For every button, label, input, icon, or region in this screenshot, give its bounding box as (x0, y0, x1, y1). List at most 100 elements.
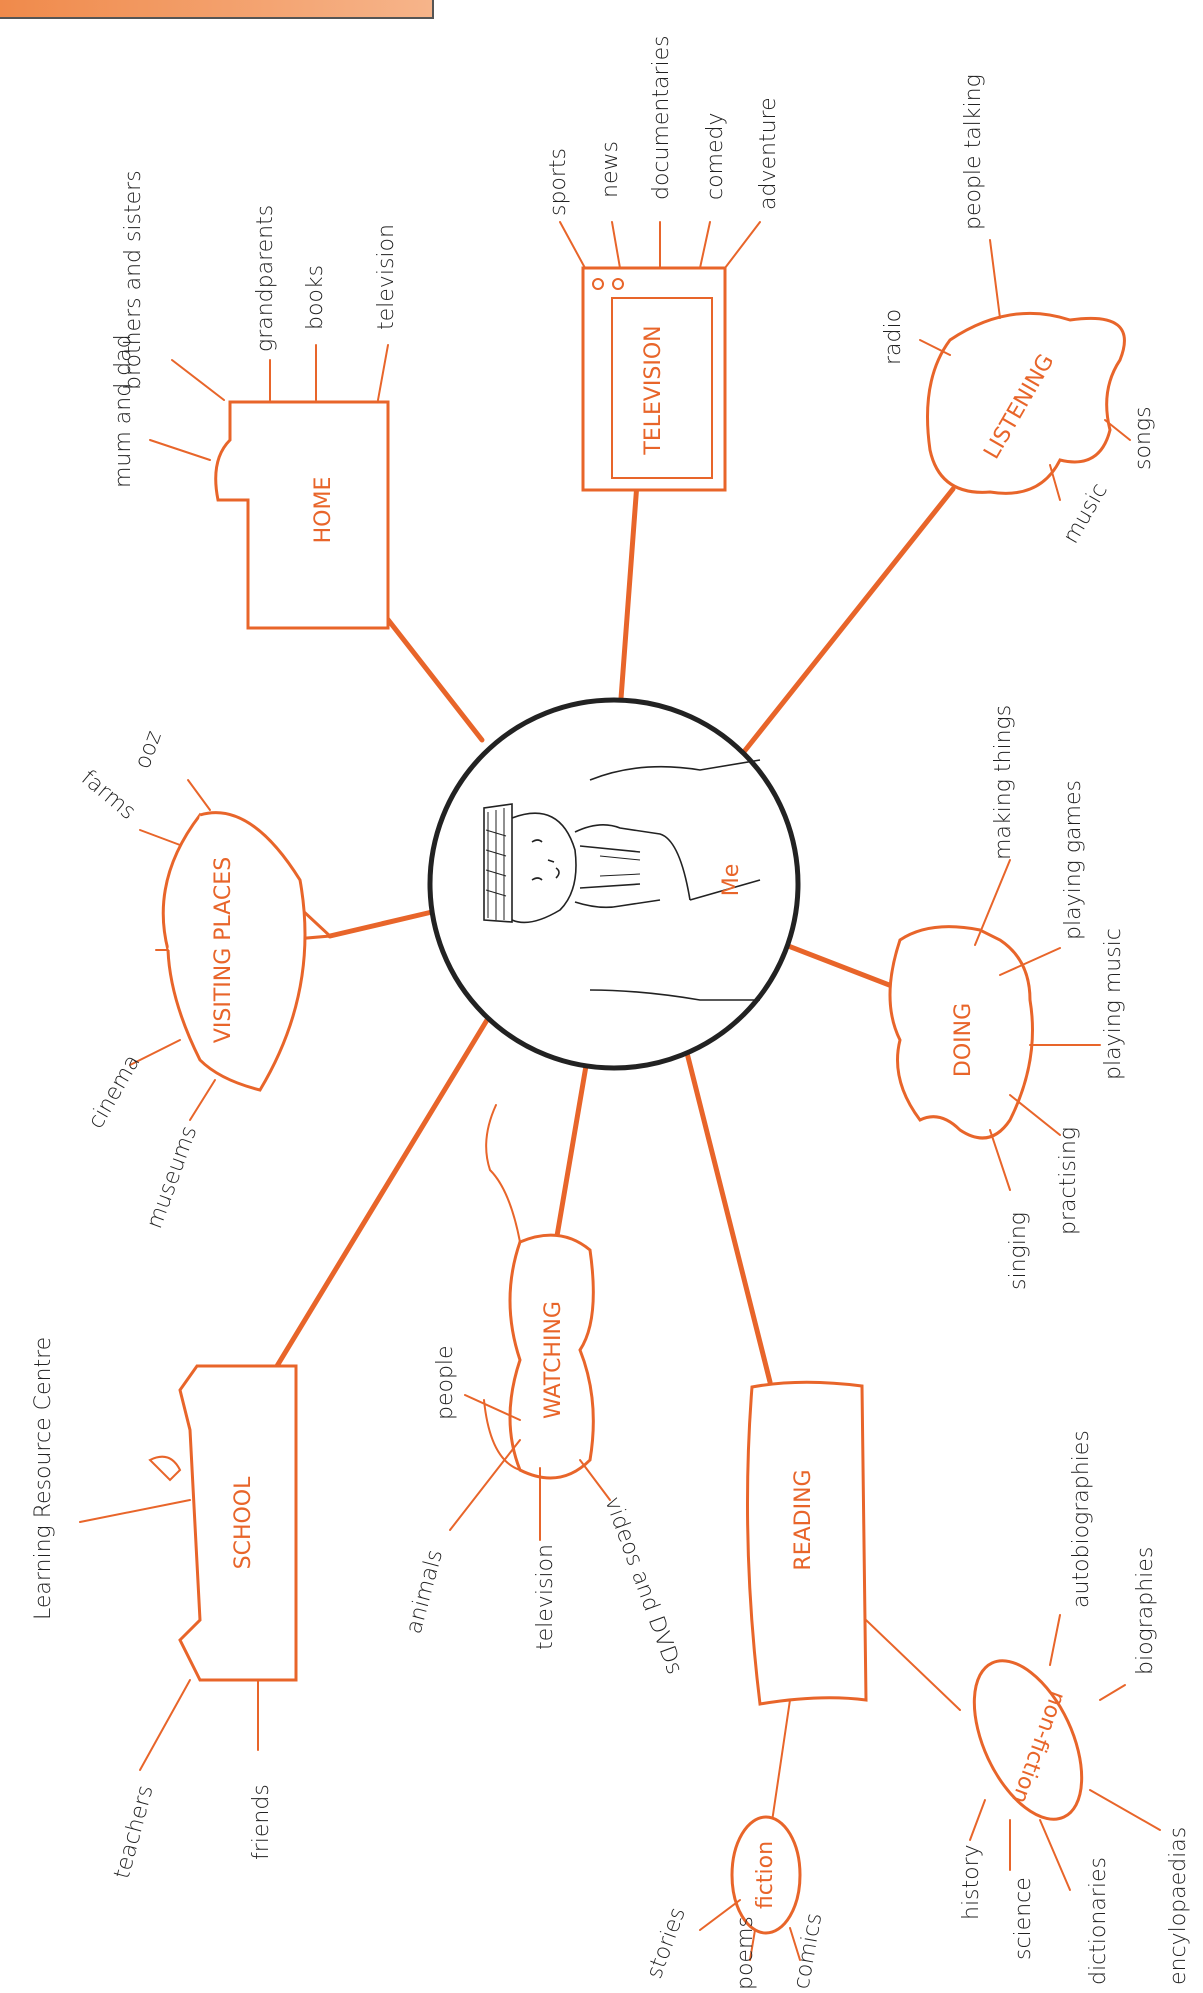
leaf-line (611, 221, 621, 269)
leaf-line (139, 1679, 191, 1771)
tv-item-news: news (598, 141, 623, 198)
leaf-line (1039, 1819, 1071, 1891)
tv-item-comedy: comedy (703, 112, 728, 200)
leaf-line (699, 1899, 741, 1931)
spoke-watching (554, 1057, 590, 1239)
watching-title: WATCHING (541, 1301, 566, 1419)
leaf-line (579, 1459, 611, 1501)
leaf-line (999, 947, 1061, 976)
spoke-reading (682, 1042, 773, 1385)
visiting-item-zoo: zoo (131, 728, 168, 773)
school-item-teachers: teachers (110, 1783, 159, 1882)
leaf-line (187, 779, 211, 811)
spoke-television (617, 480, 640, 715)
listening-item-songs: songs (1131, 406, 1156, 470)
branch-doing: DOING making things playing games playin… (888, 705, 1126, 1290)
leaf-line (974, 859, 1011, 946)
spoke-school (274, 1017, 490, 1369)
tv-item-sports: sports (546, 148, 571, 216)
fiction-item-stories: stories (642, 1904, 691, 1982)
leaf-line (749, 1929, 756, 1961)
leaf-line (149, 439, 211, 461)
tv-item-documentaries: documentaries (649, 35, 674, 200)
home-item-siblings: brothers and sisters (121, 170, 146, 390)
watching-item-people: people (433, 1345, 458, 1420)
leaf-line (919, 339, 951, 356)
tv-item-adventure: adventure (756, 97, 781, 210)
listening-item-radio: radio (881, 309, 906, 365)
doing-item-playing-music: playing music (1101, 928, 1126, 1080)
home-item-grandparents: grandparents (253, 205, 278, 352)
watching-item-animals: animals (402, 1547, 448, 1637)
nonfiction-item-biographies: biographies (1133, 1547, 1158, 1675)
leaf-line (464, 1394, 521, 1421)
flag-icon (148, 1455, 182, 1482)
fiction-ellipse (730, 1815, 802, 1935)
blob-shape (926, 311, 1126, 495)
leaf-line (724, 221, 761, 269)
visiting-item-cinema: cinema (84, 1051, 146, 1133)
leaf-line (969, 1799, 986, 1841)
branch-school: SCHOOL Learning Resource Centre teachers… (31, 1337, 298, 1882)
branch-home: HOME mum and dad brothers and sisters gr… (111, 170, 399, 630)
tv-screen (611, 297, 713, 479)
school-title: SCHOOL (231, 1476, 256, 1570)
visiting-item-museums: museums (142, 1123, 202, 1232)
television-title: TELEVISION (641, 325, 666, 455)
mask-shape (508, 1233, 595, 1480)
visiting-item-farms: farms (76, 765, 140, 825)
leaf-line (789, 1927, 801, 1961)
visiting-title: VISITING PLACES (211, 857, 236, 1043)
reading-title: READING (791, 1469, 816, 1570)
school-shape (178, 1364, 298, 1682)
leaf-line (989, 1129, 1011, 1191)
leaf-line (1009, 1094, 1061, 1136)
nonfiction-item-dictionaries: dictionaries (1086, 1857, 1111, 1985)
doing-item-singing: singing (1006, 1212, 1031, 1290)
leaf-line (1099, 1684, 1126, 1701)
leaf-line (1104, 419, 1131, 441)
branch-watching: WATCHING people animals television video… (402, 1104, 687, 1678)
leaf-line (1089, 1789, 1161, 1831)
tv-knob-icon (592, 278, 604, 290)
nonfiction-ellipse (972, 1659, 1084, 1821)
doing-item-practising: practising (1056, 1127, 1081, 1235)
leaf-line (449, 1439, 521, 1531)
spoke-visiting (327, 909, 435, 939)
spoke-listening (732, 486, 956, 766)
leaf-line (559, 221, 586, 269)
leaf-line (769, 1699, 791, 1836)
child-figure-icon (483, 759, 761, 1001)
school-item-lrc: Learning Resource Centre (31, 1337, 56, 1620)
home-item-television: television (374, 224, 399, 330)
fiction-item-comics: comics (789, 1911, 827, 1991)
home-item-books: books (303, 265, 328, 330)
leaf-line (171, 359, 225, 401)
leaf-line (79, 1499, 191, 1523)
nonfiction-item-encylopaedias: encylopaedias (1166, 1827, 1191, 1985)
tv-knob-icon (612, 278, 624, 290)
branch-television: TELEVISION sports news documentaries com… (546, 35, 781, 492)
nonfiction-item-history: history (959, 1844, 984, 1920)
leaf-line (377, 344, 389, 401)
leaf-line (1049, 464, 1061, 501)
watching-item-television: television (533, 1544, 558, 1650)
mask-strap (485, 1104, 521, 1243)
home-item-mum-dad: mum and dad (111, 334, 136, 488)
nonfiction-item-science: science (1011, 1877, 1036, 1960)
branch-listening: LISTENING radio people talking songs mus… (881, 74, 1156, 548)
spoke-home (372, 600, 485, 743)
tv-shape (581, 266, 727, 492)
hand-shape (888, 925, 1034, 1140)
leaf-line (989, 239, 1001, 319)
watching-item-videos: videos and DVDs (599, 1494, 686, 1678)
listening-item-music: music (1059, 479, 1113, 548)
home-title: HOME (311, 477, 336, 544)
listening-item-people-talking: people talking (961, 74, 986, 230)
doing-item-playing-games: playing games (1061, 780, 1086, 940)
house-shape (214, 400, 390, 630)
leaf-line (699, 221, 711, 269)
branch-visiting: VISITING PLACES zoo farms cinema museums (76, 728, 334, 1232)
school-item-friends: friends (249, 1784, 274, 1860)
